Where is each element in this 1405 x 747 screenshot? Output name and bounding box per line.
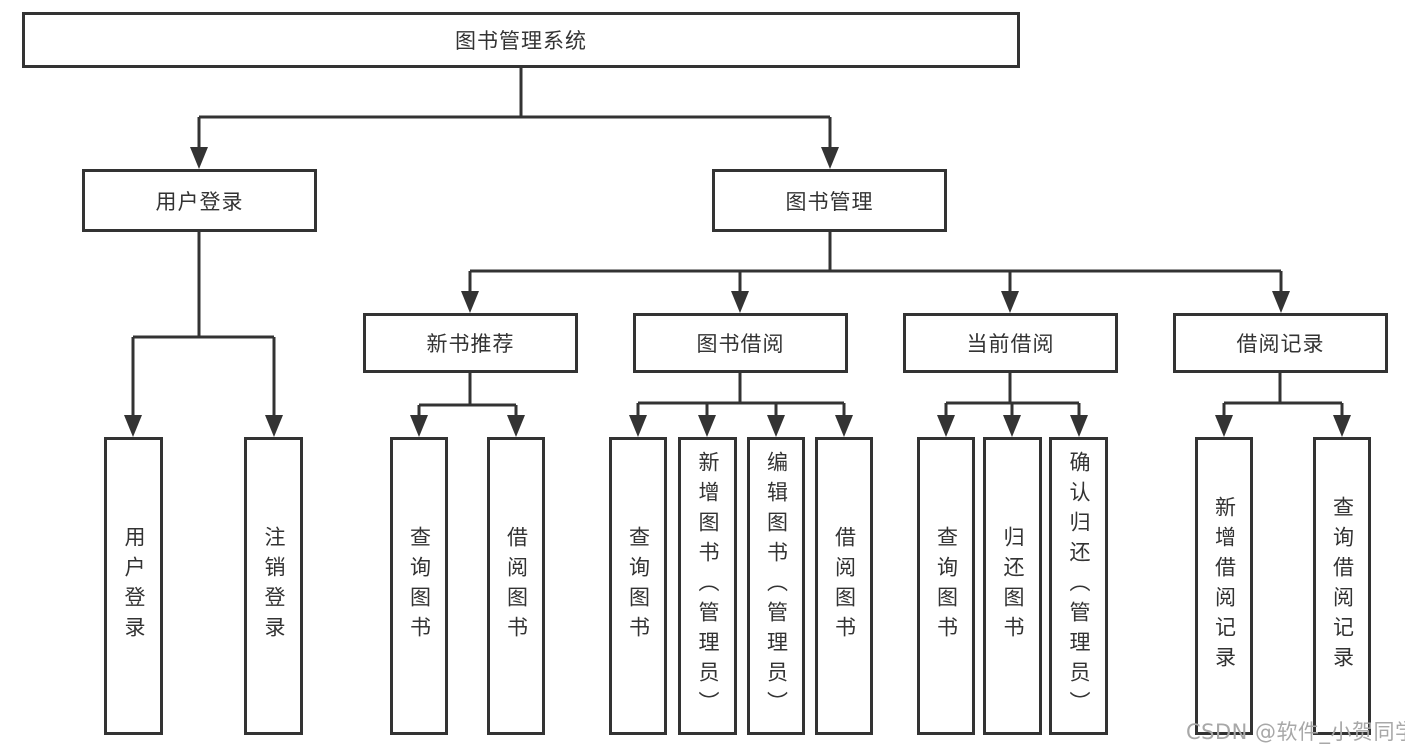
node-user-login: 用户登录 — [82, 169, 317, 232]
node-current-borrow: 当前借阅 — [903, 313, 1118, 373]
leaf-label: 归还图书 — [1001, 526, 1025, 646]
leaf-borrow-books-recommend: 借阅图书 — [487, 437, 545, 735]
leaf-label: 借阅图书 — [504, 526, 529, 646]
node-label: 图书管理 — [785, 189, 874, 214]
leaf-label: 借阅图书 — [832, 526, 857, 646]
leaf-label: 新增借阅记录 — [1212, 496, 1237, 676]
leaf-query-books-borrow: 查询图书 — [609, 437, 667, 735]
node-borrow-records: 借阅记录 — [1173, 313, 1388, 373]
leaf-label: 用户登录 — [122, 526, 146, 646]
node-label: 新书推荐 — [426, 332, 515, 356]
connector-borrow-records-to-leaves — [1215, 373, 1351, 437]
leaf-add-borrow-record: 新增借阅记录 — [1195, 437, 1253, 735]
connector-book-management-to-modules — [461, 232, 1290, 313]
leaf-label: 注销登录 — [262, 526, 286, 646]
leaf-user-login: 用户登录 — [104, 437, 163, 735]
connector-root-to-branches — [190, 68, 839, 169]
node-label: 用户登录 — [155, 189, 244, 214]
leaf-query-books-current: 查询图书 — [917, 437, 975, 735]
connector-book-borrow-to-leaves — [629, 373, 853, 437]
leaf-edit-books-admin: 编辑图书（管理员） — [747, 437, 805, 735]
leaf-label: 新增图书（管理员） — [696, 451, 720, 721]
leaf-confirm-return-admin: 确认归还（管理员） — [1049, 437, 1108, 735]
leaf-add-books-admin: 新增图书（管理员） — [678, 437, 737, 735]
connector-new-book-recommend-to-leaves — [410, 373, 525, 437]
connector-current-borrow-to-leaves — [937, 373, 1088, 437]
node-label: 图书借阅 — [696, 332, 785, 356]
leaf-label: 查询图书 — [407, 526, 432, 646]
root-node-label: 图书管理系统 — [455, 29, 587, 53]
root-node: 图书管理系统 — [22, 12, 1020, 68]
leaf-query-borrow-record: 查询借阅记录 — [1313, 437, 1371, 735]
node-new-book-recommend: 新书推荐 — [363, 313, 578, 373]
node-label: 借阅记录 — [1236, 332, 1325, 356]
leaf-label: 确认归还（管理员） — [1067, 451, 1091, 721]
csdn-watermark: CSDN @软件_小贺同学 — [1186, 720, 1405, 744]
leaf-label: 查询借阅记录 — [1330, 496, 1355, 676]
leaf-label: 查询图书 — [934, 526, 959, 646]
leaf-borrow-books: 借阅图书 — [815, 437, 873, 735]
leaf-query-books-recommend: 查询图书 — [390, 437, 448, 735]
node-book-management: 图书管理 — [712, 169, 947, 232]
leaf-logout-login: 注销登录 — [244, 437, 303, 735]
leaf-label: 编辑图书（管理员） — [764, 451, 789, 721]
node-label: 当前借阅 — [966, 332, 1055, 356]
connector-user-login-to-leaves — [124, 232, 283, 437]
leaf-return-books: 归还图书 — [983, 437, 1042, 735]
node-book-borrow: 图书借阅 — [633, 313, 848, 373]
leaf-label: 查询图书 — [626, 526, 651, 646]
